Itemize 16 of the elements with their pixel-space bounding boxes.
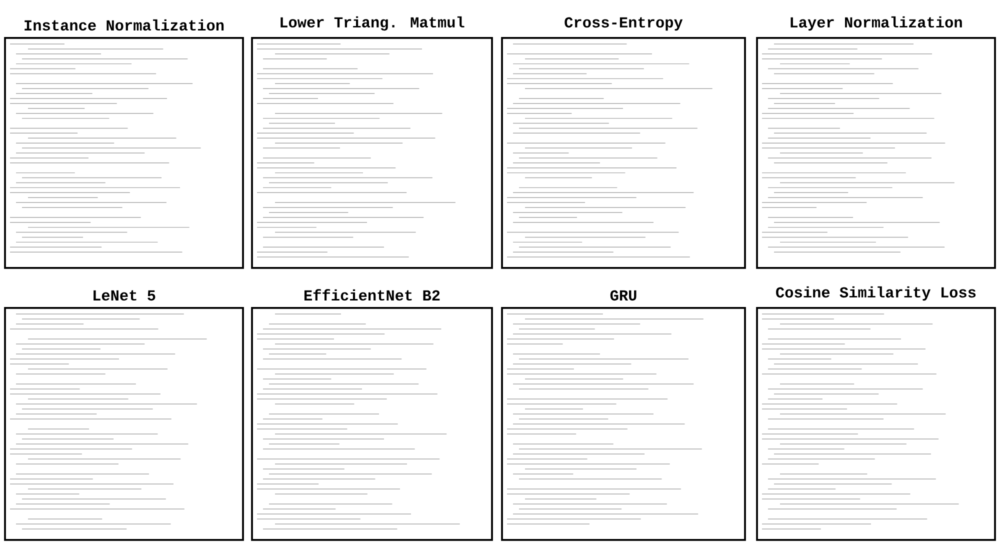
panel-title: Layer Normalization — [790, 16, 962, 31]
code-panel — [756, 307, 996, 541]
code-panel — [501, 37, 746, 269]
code-panel — [4, 37, 244, 269]
code-panel — [756, 37, 996, 269]
panel-title: Lower Triang. Matmul — [280, 16, 464, 31]
code-panel — [501, 307, 746, 541]
panel-title: LeNet 5 — [94, 290, 156, 301]
panel-title: EfficientNet B2 — [304, 289, 440, 301]
panel-title: Instance Normalization — [24, 19, 224, 31]
panel-title: Cross-Entropy — [564, 17, 683, 31]
code-panel — [4, 307, 244, 541]
code-panel — [251, 37, 493, 269]
panel-title: Cosine Similarity Loss — [776, 286, 976, 301]
panel-title: GRU — [610, 290, 636, 301]
code-panel — [251, 307, 493, 541]
